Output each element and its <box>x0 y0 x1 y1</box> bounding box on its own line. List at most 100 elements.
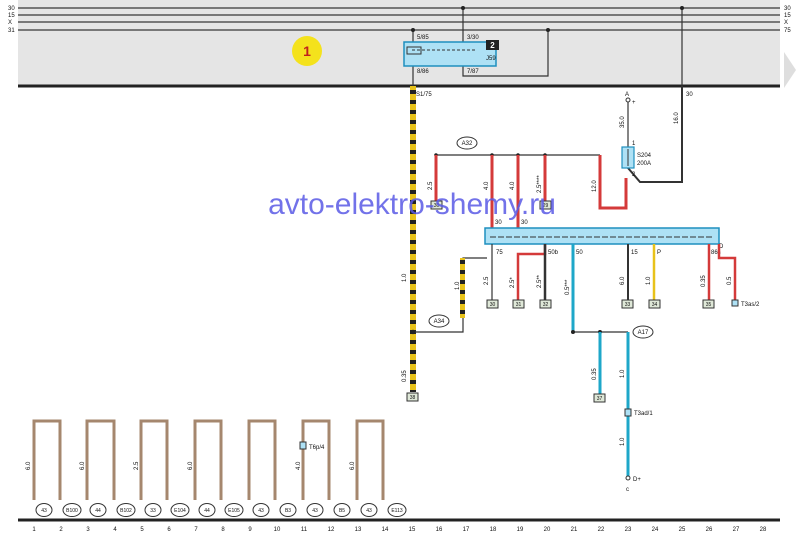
grid-number-10: 10 <box>274 527 281 533</box>
bus-junction-30 <box>461 6 465 10</box>
fuse-rating: 200A <box>637 161 651 167</box>
switch-wire-10: 1.0 <box>646 276 652 285</box>
a32-wire-40a: 4.0 <box>484 181 490 190</box>
a32-wire-25s: 2.5**** <box>537 175 543 193</box>
switch-ground-35-label: 35 <box>706 302 712 308</box>
a32-wire-120: 12.0 <box>592 180 598 192</box>
terminal-14-label: E113 <box>391 508 403 514</box>
grid-number-22: 22 <box>598 527 605 533</box>
switch-wire-60: 6.0 <box>620 276 626 285</box>
relay-callout-2-label: 2 <box>490 41 495 50</box>
switch-term-15: 15 <box>631 250 638 256</box>
callout-1-label: 1 <box>303 43 311 59</box>
loop-3 <box>139 419 169 500</box>
loop-1 <box>32 419 62 500</box>
switch-ground-33-label: 33 <box>625 302 631 308</box>
grid-number-18: 18 <box>490 527 497 533</box>
terminal-3-label: 44 <box>95 508 101 514</box>
switch-ground-34 <box>648 299 661 309</box>
terminal-6 <box>170 503 190 517</box>
terminal-4-label: B102 <box>120 508 132 514</box>
grid-number-23: 23 <box>625 527 632 533</box>
grid-number-26: 26 <box>706 527 713 533</box>
relay-pin-585: 5/85 <box>417 35 429 41</box>
loop-7 <box>355 419 385 500</box>
terminal-7 <box>198 503 216 517</box>
splice-a32 <box>456 136 478 150</box>
grid-number-2: 2 <box>59 527 63 533</box>
relay-callout-2 <box>486 40 499 50</box>
loop-5 <box>247 419 277 500</box>
lower-loops <box>32 419 385 500</box>
loop-wire-6: 6.0 <box>350 461 356 470</box>
bus-label-right-75: 75 <box>784 28 791 34</box>
switch-wire-50b <box>516 244 547 300</box>
bus-band <box>18 0 780 86</box>
a32-ground-29 <box>539 200 552 210</box>
terminal-1 <box>35 503 53 517</box>
fuse-pin-2: 2 <box>632 172 636 178</box>
switch-term-86s: 86s <box>711 250 721 256</box>
dplus-sub: c <box>626 487 629 493</box>
splice-a34-label: A34 <box>434 319 445 325</box>
grid-number-16: 16 <box>436 527 443 533</box>
a17-wire-10a: 1.0 <box>620 369 626 378</box>
switch-ground-32-label: 32 <box>543 302 549 308</box>
bus-junction-x <box>546 28 550 32</box>
a32-wire-25: 2.5 <box>428 181 434 190</box>
left-wire-035: 0.35 <box>402 370 408 382</box>
a17-wire-10b: 1.0 <box>620 437 626 446</box>
terminal-14 <box>387 503 407 517</box>
switch-name: D <box>719 244 724 250</box>
loop-wire-3: 2.5 <box>134 461 140 470</box>
grid-number-3: 3 <box>86 527 90 533</box>
fuse-plus: + <box>632 100 636 106</box>
grid-number-8: 8 <box>221 527 225 533</box>
loop-2 <box>85 419 116 500</box>
a32-wire-40b: 4.0 <box>510 181 516 190</box>
switch-ground-30-label: 30 <box>490 302 496 308</box>
t3ad-connector <box>624 408 632 417</box>
terminal-9 <box>252 503 270 517</box>
switch-ground-35 <box>702 299 715 309</box>
dplus-terminal <box>625 475 631 481</box>
fuse-connector-a <box>625 97 631 103</box>
dplus-label: D+ <box>633 477 641 483</box>
terminal-10-label: B3 <box>285 508 291 514</box>
t6p-connector <box>299 441 307 450</box>
grid-number-14: 14 <box>382 527 389 533</box>
terminal-4 <box>116 503 136 517</box>
loop-6 <box>301 419 331 500</box>
terminal-11 <box>306 503 324 517</box>
terminal-1-label: 43 <box>41 508 47 514</box>
switch-ground-34-label: 34 <box>652 302 658 308</box>
bus-label-right-30: 30 <box>784 6 791 12</box>
switch-term-50: 50 <box>576 250 583 256</box>
terminal-row: 43 B100 44 B102 33 E104 44 E105 43 B3 43… <box>35 503 407 517</box>
terminal-2-label: B100 <box>66 508 78 514</box>
loop-wire-1: 6.0 <box>26 461 32 470</box>
bus-label-right-15: 15 <box>784 13 791 19</box>
a34-junction <box>410 329 416 335</box>
a17-wire-035: 0.35 <box>592 368 598 380</box>
bus-label-left-31: 31 <box>8 28 15 34</box>
t3ad-label: T3ad/1 <box>634 411 653 417</box>
terminal-9-label: 43 <box>258 508 264 514</box>
relay-pin-886: 8/86 <box>417 69 429 75</box>
grid-number-19: 19 <box>517 527 524 533</box>
loop-wire-5: 4.0 <box>296 461 302 470</box>
t3as-connector <box>731 299 739 307</box>
a17-ground-37 <box>593 393 606 403</box>
grid-number-27: 27 <box>733 527 740 533</box>
thirty-label: 30 <box>686 92 693 98</box>
callout-1 <box>292 36 322 66</box>
switch-wire-05sss: 0.5*** <box>565 279 571 295</box>
splice-a32-label: A32 <box>462 141 473 147</box>
a34-wire <box>413 257 487 333</box>
terminal-7-label: 44 <box>204 508 210 514</box>
bus-label-left-15: 15 <box>8 13 15 19</box>
switch-wire-25s: 2.5* <box>510 277 516 288</box>
a34-yellow-wire <box>460 258 465 318</box>
switch-ground-30 <box>486 299 499 309</box>
fuse-wire-350: 35.0 <box>620 116 626 128</box>
